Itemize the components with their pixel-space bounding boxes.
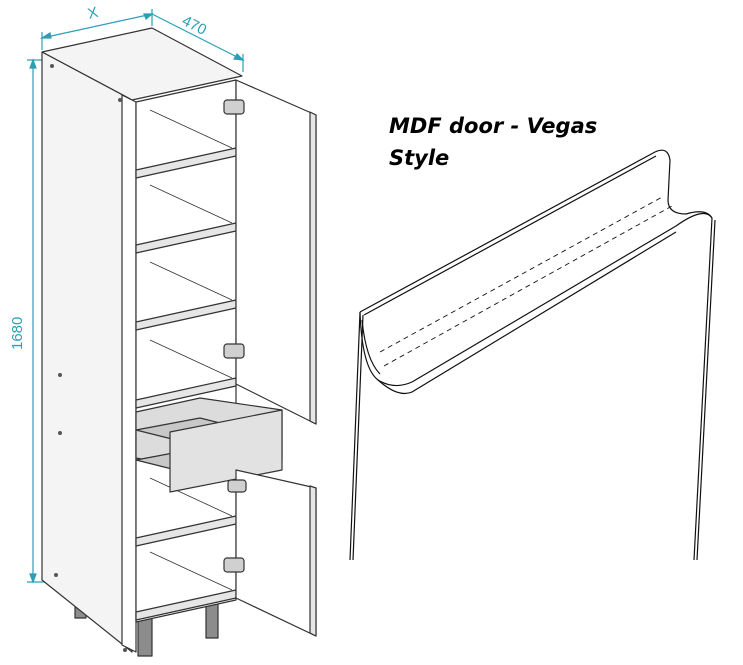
cabinet-left-side [41,51,133,653]
hinge [223,557,245,573]
caption-line-2: Style [389,146,450,170]
leg [205,601,219,639]
handle-groove [359,212,713,387]
door-caption: MDF door - Vegas Style [389,110,649,174]
door-left-edge-inner [352,314,364,561]
door-left-edge [349,311,361,561]
door-right-edge [693,217,713,561]
handle-lip-edge [363,155,657,316]
lower-door-edge [309,485,317,637]
handle-lip [359,149,671,313]
dimension-lines [27,9,245,584]
width-dimension-label: X [86,4,100,23]
hinge [223,99,245,115]
hidden-lines [379,195,673,367]
handle-groove-inner [667,199,713,219]
leg [137,617,153,657]
upper-door-edge [309,111,317,425]
hinges [223,99,247,573]
shelf-depth-lines [149,109,233,591]
mdf-door-profile [349,149,716,561]
hinge [223,343,245,359]
door-right-edge-inner [696,219,716,561]
shelf [135,377,237,409]
drawer[interactable] [135,397,283,493]
tall-cabinet [41,27,317,657]
height-dimension-label: 1680 [9,317,26,350]
depth-dimension-label: 470 [179,12,209,39]
lower-door[interactable] [235,469,317,637]
hinge [227,479,247,493]
caption-line-1: MDF door - Vegas [389,114,598,138]
side-panel-holes [50,64,127,652]
handle-bottom [377,231,677,395]
cabinet-front-edge [121,94,137,653]
handle-left-curve [361,319,381,375]
drawer-front[interactable] [169,409,283,493]
upper-door[interactable] [235,79,317,425]
